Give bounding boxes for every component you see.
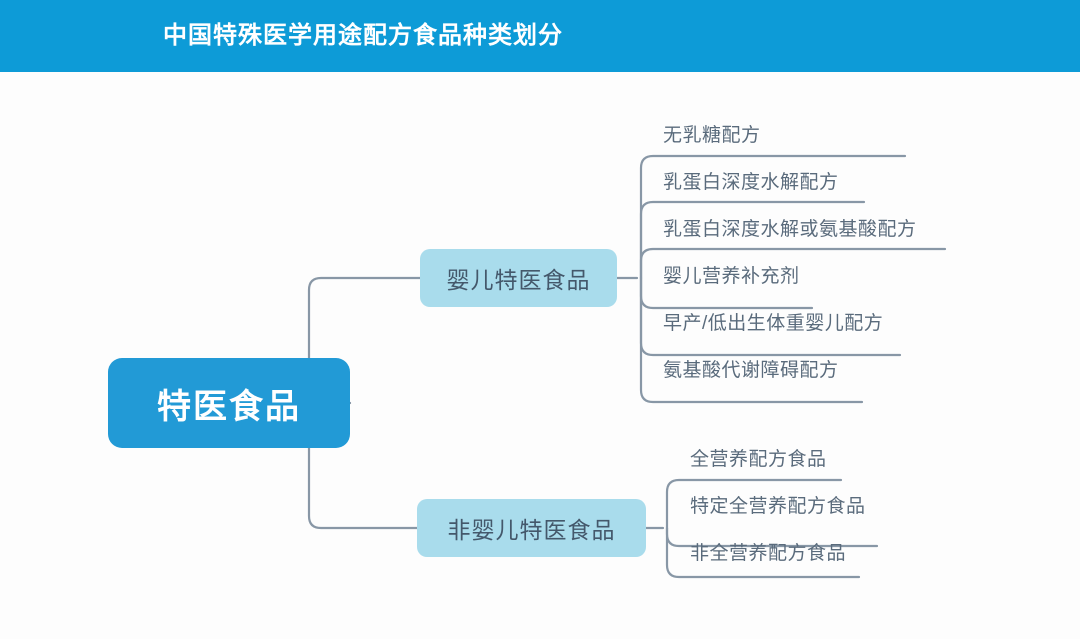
branch-node-0-label: 婴儿特医食品 <box>446 267 591 293</box>
header-bar: 中国特殊医学用途配方食品种类划分 <box>0 0 1080 72</box>
page-title: 中国特殊医学用途配方食品种类划分 <box>163 22 563 49</box>
leaf-label-0-4[interactable]: 早产/低出生体重婴儿配方 <box>663 313 884 334</box>
leaf-label-0-3[interactable]: 婴儿营养补充剂 <box>663 266 800 287</box>
connector-leaf-0-1 <box>639 200 866 280</box>
branch-node-non-infant[interactable]: 非婴儿特医食品 <box>417 499 646 557</box>
leaf-label-0-0[interactable]: 无乳糖配方 <box>663 125 761 146</box>
leaf-label-1-0[interactable]: 全营养配方食品 <box>690 449 827 470</box>
leaf-label-0-5[interactable]: 氨基酸代谢障碍配方 <box>663 360 839 381</box>
root-node-label: 特医食品 <box>157 387 301 426</box>
connector-leaf-0-5 <box>639 276 864 404</box>
root-node-teyi-shipin[interactable]: 特医食品 <box>108 358 350 448</box>
connector-leaf-0-0 <box>639 154 907 280</box>
connector-leaf-1-2 <box>665 526 861 579</box>
branch-node-infant[interactable]: 婴儿特医食品 <box>420 249 617 307</box>
connector-leaf-0-2 <box>639 247 947 280</box>
leaf-label-1-1[interactable]: 特定全营养配方食品 <box>690 496 866 517</box>
branch-node-1-label: 非婴儿特医食品 <box>447 517 616 543</box>
leaf-label-1-2[interactable]: 非全营养配方食品 <box>690 543 847 564</box>
leaf-label-0-1[interactable]: 乳蛋白深度水解配方 <box>663 172 839 193</box>
connector-leaf-1-0 <box>665 478 843 530</box>
leaf-label-0-2[interactable]: 乳蛋白深度水解或氨基酸配方 <box>663 219 917 240</box>
